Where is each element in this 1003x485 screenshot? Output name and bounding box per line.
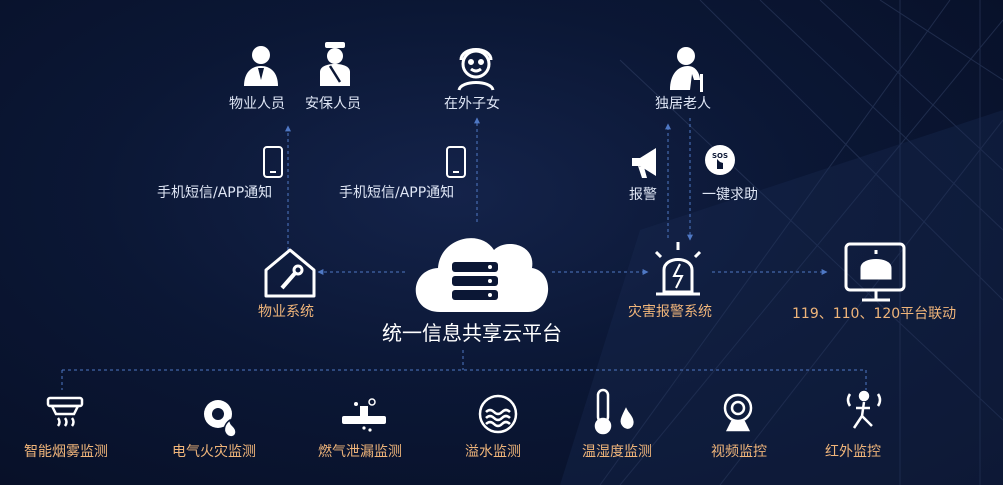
connectors xyxy=(61,117,867,390)
notification-center-label: 手机短信/APP通知 xyxy=(339,185,455,201)
platform-title: 统一信息共享云平台 xyxy=(382,321,562,345)
recipient-elderly: 独居老人 xyxy=(655,96,711,112)
property-system-icon xyxy=(264,248,316,298)
monitor-electric-fire-label: 电气火灾监测 xyxy=(172,444,256,460)
monitor-video-label: 视频监控 xyxy=(711,444,767,460)
gas-leak-icon xyxy=(342,398,386,432)
electric-fire-icon xyxy=(204,400,237,438)
thermometer-icon xyxy=(594,388,634,435)
alarm-beacon-icon xyxy=(654,242,702,296)
monitor-smoke-label: 智能烟雾监测 xyxy=(24,444,108,460)
cloud-icon xyxy=(415,238,549,312)
property-system-label: 物业系统 xyxy=(258,304,314,320)
monitor-temp-humidity-label: 温湿度监测 xyxy=(582,444,652,460)
disaster-alarm-system-label: 灾害报警系统 xyxy=(628,304,712,320)
monitor-water-overflow-label: 溢水监测 xyxy=(465,444,521,460)
sos-help-label: 一键求助 xyxy=(702,187,758,203)
water-overflow-icon xyxy=(478,394,518,434)
background-facet xyxy=(560,110,1003,485)
property-staff-icon xyxy=(244,46,278,86)
recipient-security-guard: 安保人员 xyxy=(305,96,361,112)
security-guard-icon xyxy=(320,42,350,86)
elderly-icon xyxy=(670,47,703,92)
camera-icon xyxy=(723,393,753,432)
linkage-screen-icon xyxy=(844,242,906,302)
smoke-detector-icon xyxy=(46,396,84,427)
recipient-child: 在外子女 xyxy=(444,96,500,112)
alarm-label: 报警 xyxy=(629,187,657,203)
infrared-icon xyxy=(846,390,882,429)
child-icon xyxy=(457,48,495,91)
notification-left-label: 手机短信/APP通知 xyxy=(157,185,273,201)
megaphone-icon xyxy=(632,148,656,178)
phone-icon xyxy=(263,146,466,178)
sos-button-icon: SOS xyxy=(705,145,735,175)
monitor-gas-leak-label: 燃气泄漏监测 xyxy=(318,444,402,460)
monitor-infrared-label: 红外监控 xyxy=(825,444,881,460)
recipient-property-staff: 物业人员 xyxy=(229,96,285,112)
platform-linkage-label: 119、110、120平台联动 xyxy=(792,306,957,322)
sos-badge-text: SOS xyxy=(712,152,728,160)
